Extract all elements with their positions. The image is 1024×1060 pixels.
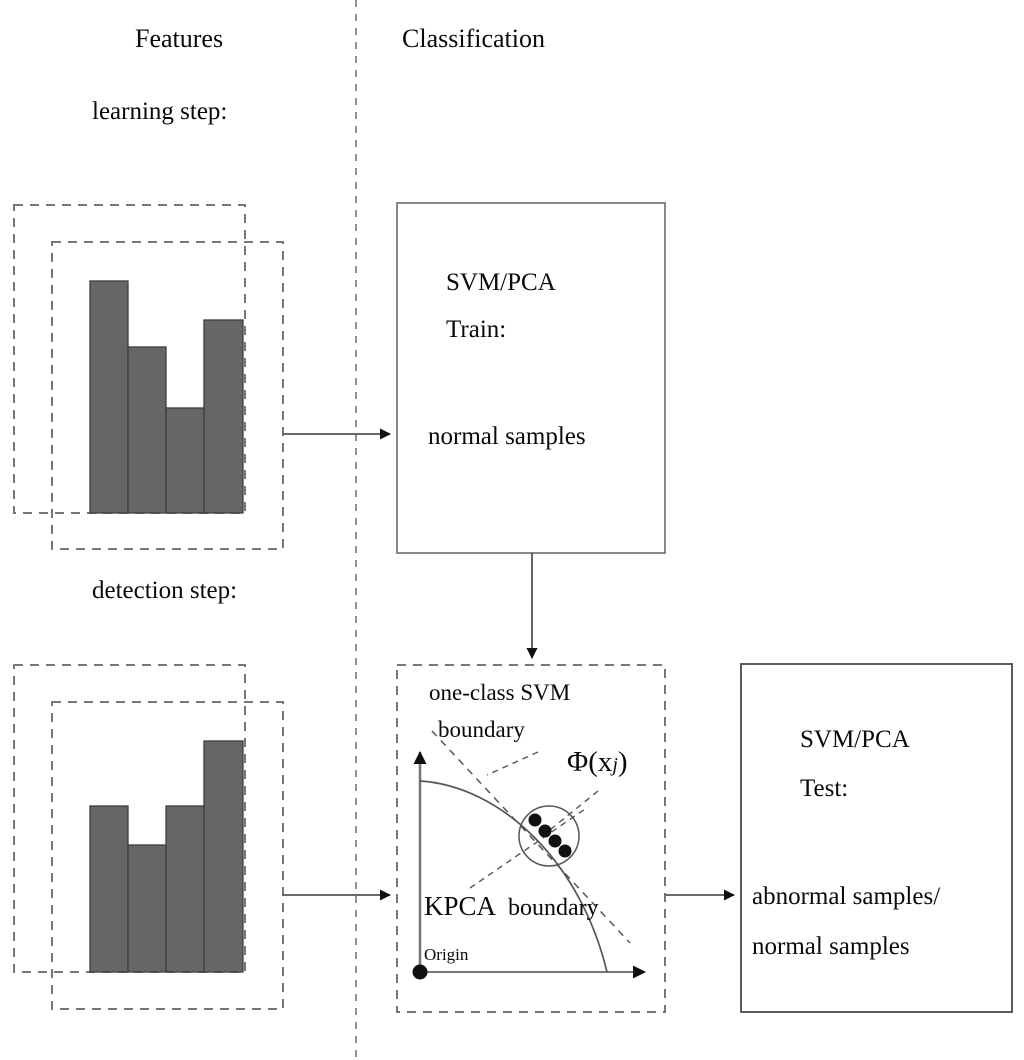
train-box-title: SVM/PCA: [446, 269, 556, 296]
label-detection-step: detection step:: [92, 577, 238, 604]
detection-histogram-back-frame: [13, 664, 246, 973]
detection-bar-1: [89, 805, 129, 973]
test-box-subtitle: Test:: [800, 775, 849, 802]
learning-bar-1: [89, 280, 129, 514]
origin-dot: [412, 964, 428, 980]
detection-histogram: [13, 664, 284, 1010]
learning-bar-4: [203, 319, 244, 514]
kpca-boundary-leader: [469, 806, 589, 889]
train-box-content: normal samples: [428, 423, 586, 450]
kpca-boundary-curve: [419, 780, 608, 973]
learning-histogram-back-frame: [13, 204, 246, 514]
sample-cluster-circle: [518, 805, 580, 867]
detection-bar-2: [127, 844, 167, 973]
test-box-content-line2: normal samples: [752, 933, 910, 960]
origin-label: Origin: [424, 945, 469, 964]
sample-point: [528, 813, 542, 827]
one-class-svm-panel[interactable]: [396, 664, 666, 1013]
phi-label-main: Φ(x: [567, 746, 613, 778]
detection-bar-3: [165, 805, 205, 973]
svm-pca-train-box[interactable]: [396, 202, 666, 554]
kpca-boundary-label-sub: boundary: [508, 895, 599, 921]
sample-point: [558, 844, 572, 858]
learning-histogram: [13, 204, 284, 550]
column-title-classification: Classification: [402, 24, 545, 53]
train-box-subtitle: Train:: [446, 316, 507, 343]
sample-point: [548, 834, 562, 848]
kpca-boundary-label-main: KPCA: [424, 891, 497, 921]
one-class-svm-boundary-line: [431, 730, 631, 944]
column-title-features: Features: [135, 24, 224, 53]
svm-boundary-leader: [486, 751, 539, 776]
learning-bar-2: [127, 346, 167, 514]
phi-label-close: ): [617, 746, 628, 778]
detection-bar-4: [203, 740, 244, 973]
svm-pca-test-box[interactable]: [740, 663, 1013, 1013]
label-learning-step: learning step:: [92, 98, 228, 125]
phi-label-subscript: j: [612, 754, 618, 776]
learning-bar-3: [165, 407, 205, 514]
one-class-svm-label-line1: one-class SVM: [429, 680, 571, 705]
learning-histogram-front-frame: [51, 241, 284, 550]
detection-histogram-front-frame: [51, 701, 284, 1010]
test-box-title: SVM/PCA: [800, 726, 910, 753]
phi-sample-label: Φ(xj): [567, 748, 628, 777]
test-box-content-line1: abnormal samples/: [752, 883, 941, 910]
one-class-svm-label-line2: boundary: [438, 717, 525, 742]
sample-point: [538, 824, 552, 838]
kpca-svm-plot: [412, 730, 646, 980]
